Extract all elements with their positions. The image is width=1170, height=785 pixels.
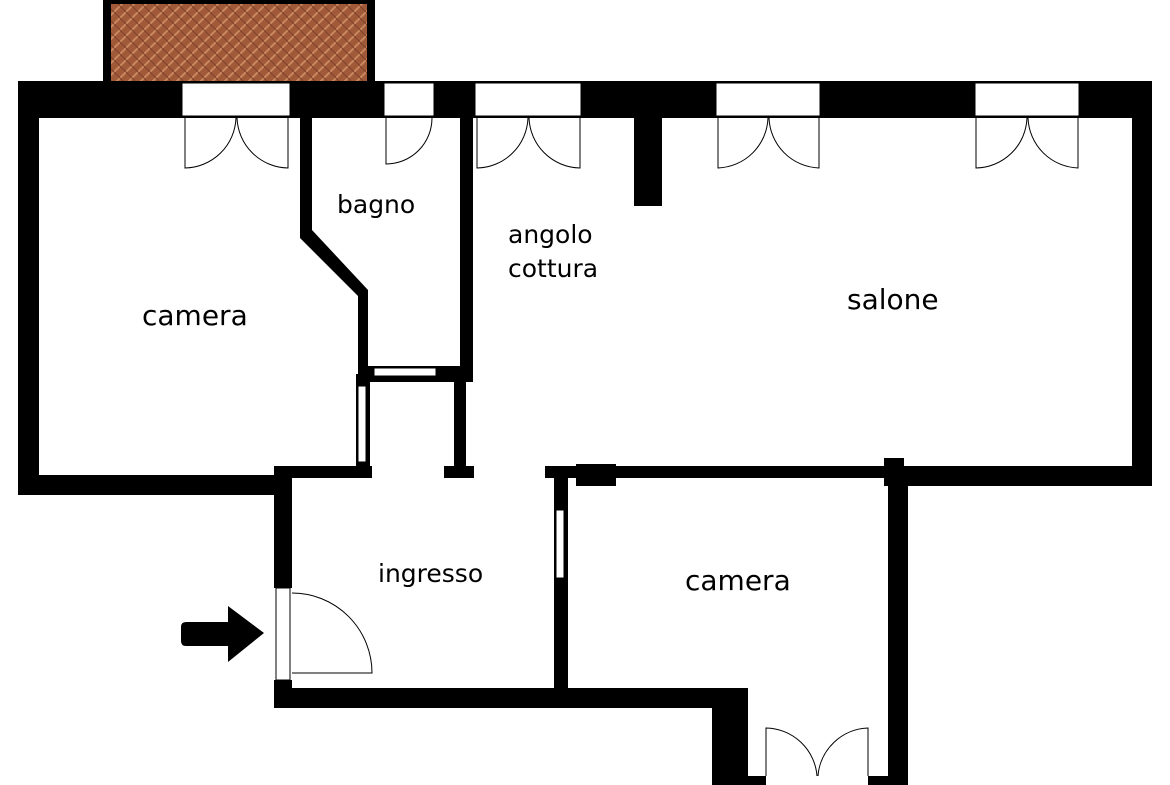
windows bbox=[181, 82, 1080, 785]
room-label-salone: salone bbox=[847, 283, 939, 316]
entrance-arrow-icon bbox=[181, 606, 264, 662]
exterior-walls bbox=[18, 81, 1152, 785]
terrace bbox=[103, 0, 375, 83]
room-label-angolo-cottura: angolo cottura bbox=[508, 218, 598, 286]
interior-walls bbox=[274, 118, 904, 708]
room-label-cottura: cottura bbox=[508, 254, 599, 283]
door-swings bbox=[184, 117, 1079, 777]
room-label-ingresso: ingresso bbox=[378, 559, 484, 588]
room-label-camera-left: camera bbox=[142, 299, 248, 332]
room-label-bagno: bagno bbox=[337, 190, 416, 219]
room-label-camera-right: camera bbox=[685, 564, 791, 597]
room-label-angolo: angolo bbox=[508, 220, 593, 249]
door-frames bbox=[275, 367, 565, 681]
